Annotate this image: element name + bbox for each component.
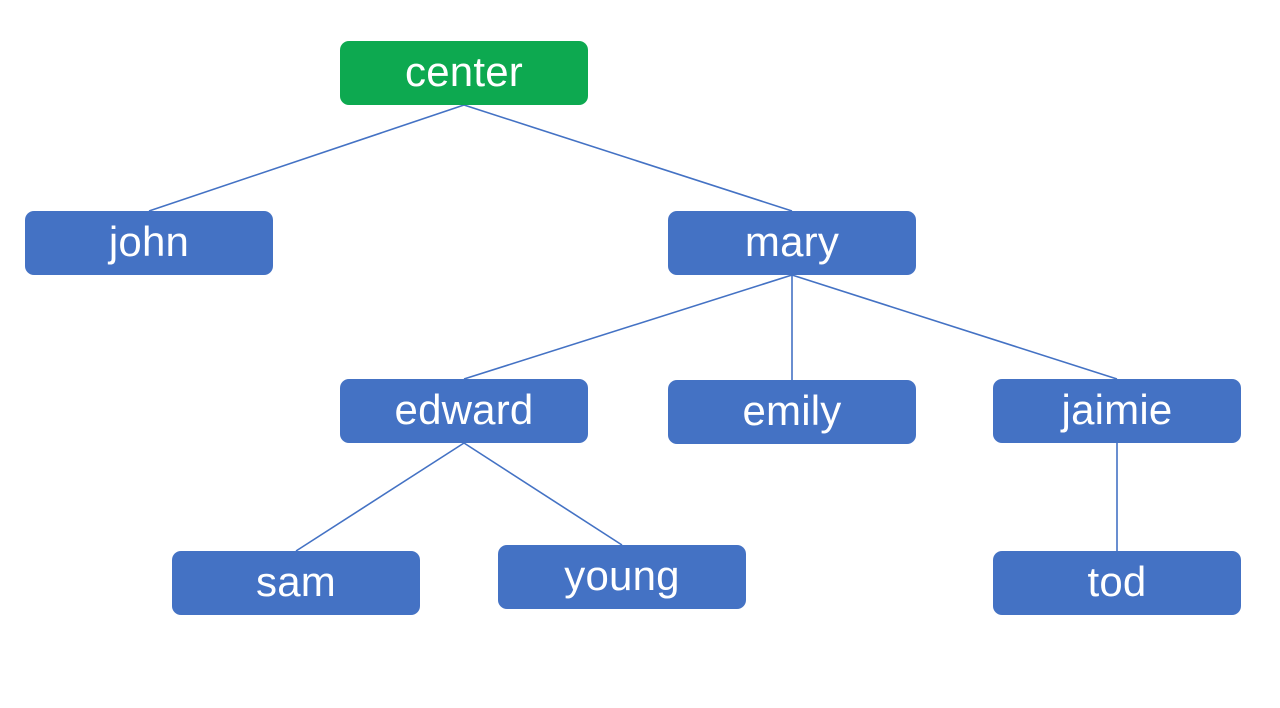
node-tod[interactable]: tod [993, 551, 1241, 615]
node-center[interactable]: center [340, 41, 588, 105]
node-label-center: center [405, 47, 523, 95]
edge-mary-to-jaimie [791, 274, 1118, 380]
node-label-edward: edward [394, 385, 534, 433]
node-john[interactable]: john [25, 211, 273, 275]
node-label-mary: mary [744, 217, 840, 265]
edge-center-to-mary [463, 104, 793, 212]
node-emily[interactable]: emily [668, 380, 916, 444]
node-young[interactable]: young [498, 545, 746, 609]
edge-edward-to-sam [295, 442, 465, 552]
node-mary[interactable]: mary [668, 211, 916, 275]
node-label-sam: sam [256, 557, 336, 605]
edge-mary-to-edward [463, 274, 793, 380]
node-label-jaimie: jaimie [1061, 385, 1173, 433]
edge-edward-to-young [463, 442, 623, 546]
node-label-emily: emily [742, 386, 842, 434]
node-label-tod: tod [1087, 557, 1147, 605]
node-sam[interactable]: sam [172, 551, 420, 615]
node-label-john: john [108, 217, 190, 265]
node-label-young: young [564, 551, 680, 599]
node-jaimie[interactable]: jaimie [993, 379, 1241, 443]
node-edward[interactable]: edward [340, 379, 588, 443]
edge-center-to-john [148, 104, 465, 212]
